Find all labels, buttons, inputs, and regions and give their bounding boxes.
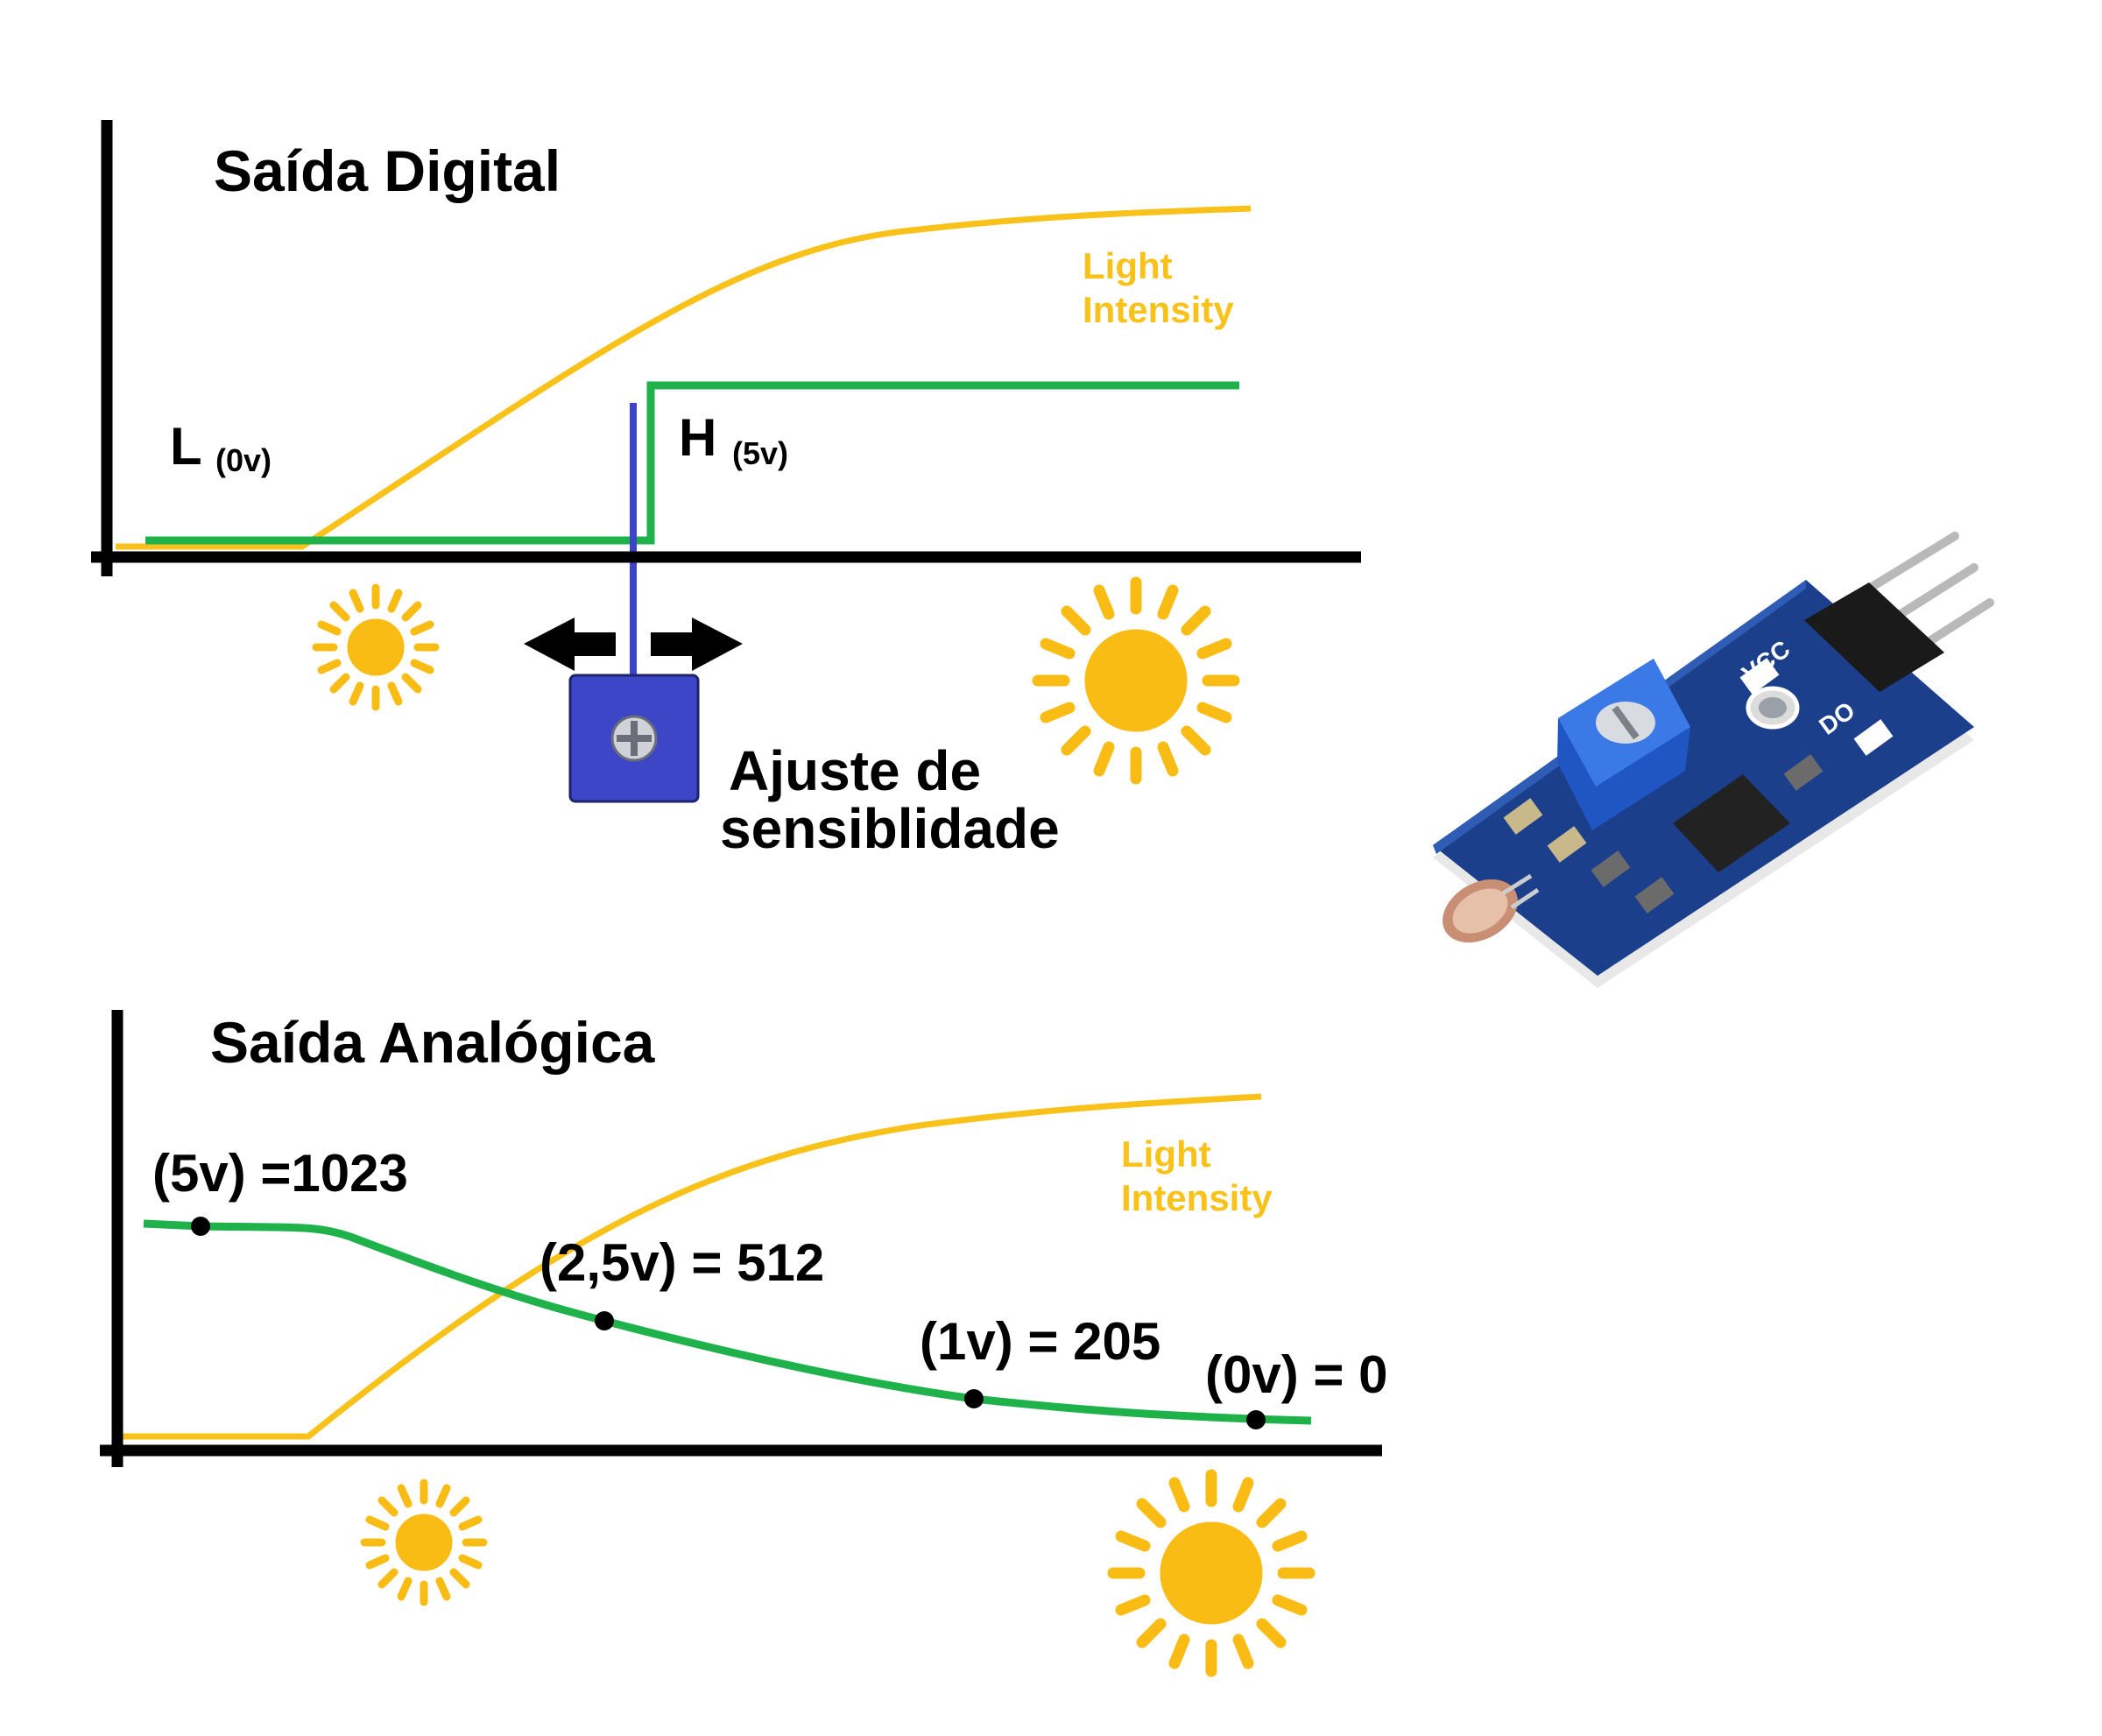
digital-light-label-line2: Intensity [1083, 289, 1234, 330]
high-volt-label: (5v) [732, 435, 788, 471]
analog-light-label-line1: Light [1121, 1133, 1211, 1175]
analog-light-curve [123, 1093, 1262, 1440]
sun-small-icon [364, 1483, 483, 1602]
adjust-label-line2: sensiblidade [720, 797, 1060, 860]
low-label: L [170, 417, 202, 476]
digital-signal-line [145, 381, 1239, 545]
analog-light-label-line2: Intensity [1121, 1177, 1273, 1218]
analog-panel: Saída Analógica (5v) =1023 (2,5v) = 512 … [100, 1010, 1387, 1671]
analog-point-2-5v [595, 1311, 614, 1330]
low-volt-label: (0v) [215, 442, 272, 478]
potentiometer-icon [568, 674, 700, 803]
analog-label-5v: (5v) =1023 [152, 1144, 408, 1203]
analog-title: Saída Analógica [210, 1010, 656, 1075]
analog-label-1v: (1v) = 205 [920, 1312, 1160, 1371]
analog-label-2-5v: (2,5v) = 512 [540, 1233, 824, 1292]
sun-large-icon [1113, 1475, 1309, 1671]
digital-panel: Saída Digital L (0v) H (5v) Light Intens… [91, 120, 1361, 860]
adjust-label-line1: Ajuste de [729, 739, 981, 802]
digital-title: Saída Digital [214, 138, 561, 203]
analog-label-0v: (0v) = 0 [1205, 1345, 1387, 1404]
arrow-right-icon [651, 617, 743, 671]
ldr-sensor-module-image: VCC DO [1433, 532, 1994, 988]
pcb-board [1433, 580, 1974, 976]
digital-light-curve [116, 205, 1252, 550]
analog-point-1v [964, 1389, 984, 1408]
analog-signal-line [143, 1219, 1312, 1425]
sun-large-icon [1038, 582, 1234, 779]
arrow-left-icon [524, 617, 616, 671]
analog-point-0v [1246, 1410, 1266, 1429]
pin-header-block [1804, 582, 1944, 692]
digital-light-label-line1: Light [1083, 245, 1173, 286]
high-label: H [679, 408, 716, 467]
sun-small-icon [316, 588, 435, 707]
ldr-photoresistor [1442, 873, 1540, 943]
comparator-chip [1673, 774, 1790, 872]
analog-point-5v [191, 1217, 210, 1236]
board-potentiometer [1557, 659, 1690, 830]
